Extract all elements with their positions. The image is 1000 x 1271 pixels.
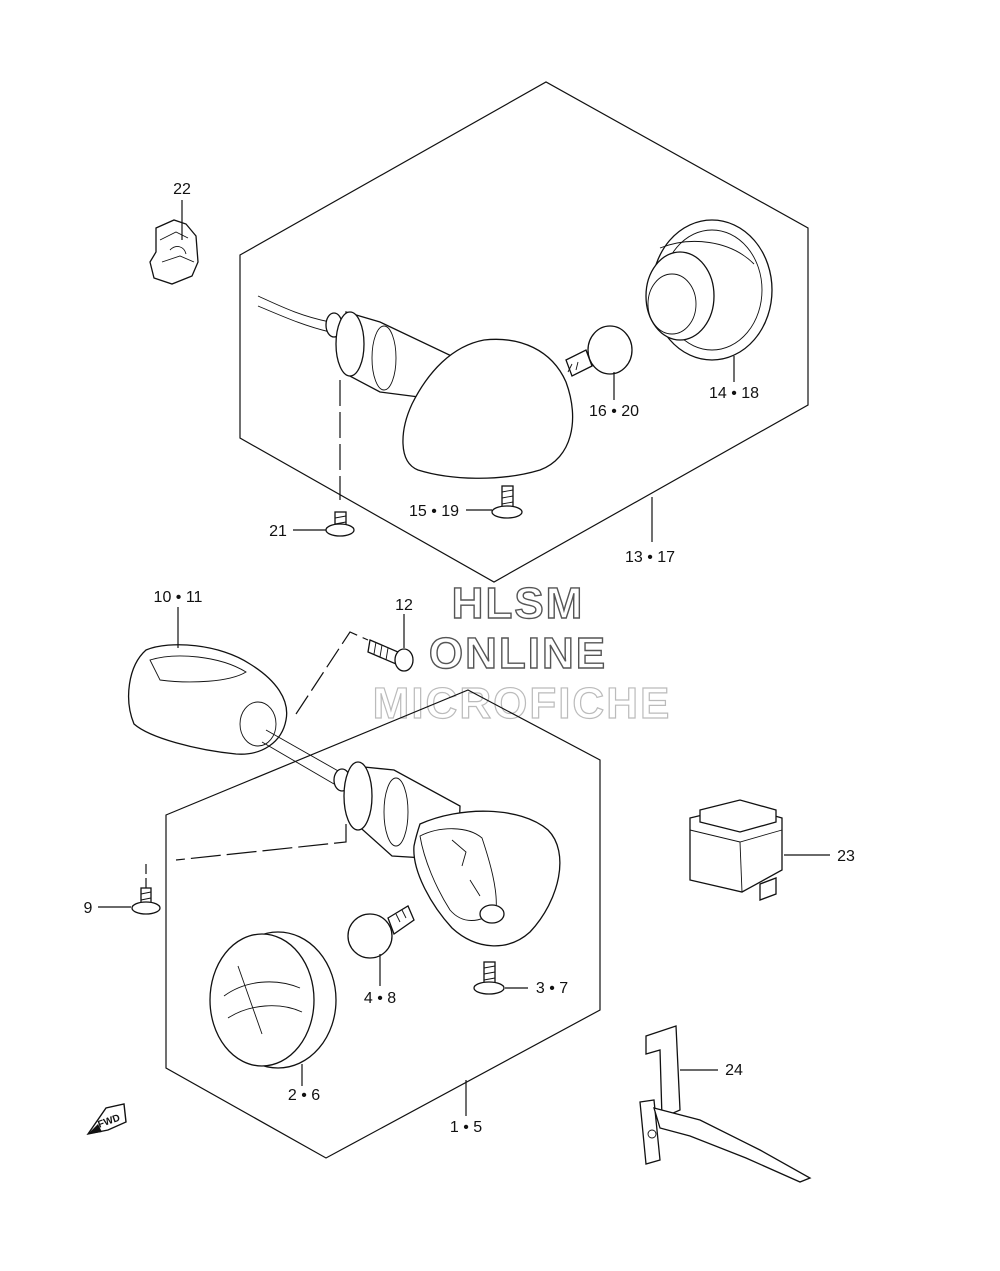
label-10-11: 10 • 11 [154, 589, 203, 606]
label-22: 22 [173, 181, 191, 198]
label-2-6: 2 • 6 [288, 1087, 320, 1104]
front-turn-signal-assembly-boundary [165, 689, 601, 1159]
label-4-8: 4 • 8 [364, 990, 396, 1007]
label-14-18: 14 • 18 [709, 385, 759, 402]
part-12-bolt[interactable] [367, 639, 414, 672]
part-4-8-bulb[interactable] [347, 905, 415, 959]
label-9: 9 [84, 900, 93, 917]
label-15-19: 15 • 19 [409, 503, 459, 520]
part-15-19-screw[interactable] [491, 485, 523, 519]
rear-turn-signal-assembly-boundary [239, 81, 809, 583]
part-2-6-lens[interactable] [209, 931, 337, 1069]
watermark-line-2: ONLINE [429, 629, 607, 678]
label-23: 23 [837, 848, 855, 865]
label-21: 21 [269, 523, 287, 540]
front-turn-signal-body[interactable] [343, 761, 561, 947]
label-16-20: 16 • 20 [589, 403, 639, 420]
label-13-17: 13 • 17 [625, 549, 675, 566]
watermark-line-1: HLSM [452, 579, 585, 628]
part-22-clamp[interactable] [149, 219, 199, 285]
label-12: 12 [395, 597, 413, 614]
part-9-screw[interactable] [131, 887, 161, 915]
part-10-11-cover[interactable] [128, 644, 288, 755]
part-23-relay[interactable] [689, 799, 783, 901]
part-3-7-screw[interactable] [473, 961, 505, 995]
forward-arrow-icon: FWD [86, 1103, 127, 1136]
label-1-5: 1 • 5 [450, 1119, 482, 1136]
part-24-bracket[interactable] [639, 1025, 812, 1183]
part-21-screw[interactable] [325, 511, 355, 537]
label-3-7: 3 • 7 [536, 980, 568, 997]
label-24: 24 [725, 1062, 743, 1079]
rear-turn-signal-body[interactable] [257, 295, 574, 479]
watermark: HLSM ONLINE MICROFICHE [372, 578, 672, 728]
part-16-20-bulb[interactable] [565, 325, 633, 377]
watermark-line-3: MICROFICHE [373, 679, 672, 728]
part-14-18-lens[interactable] [645, 219, 773, 361]
